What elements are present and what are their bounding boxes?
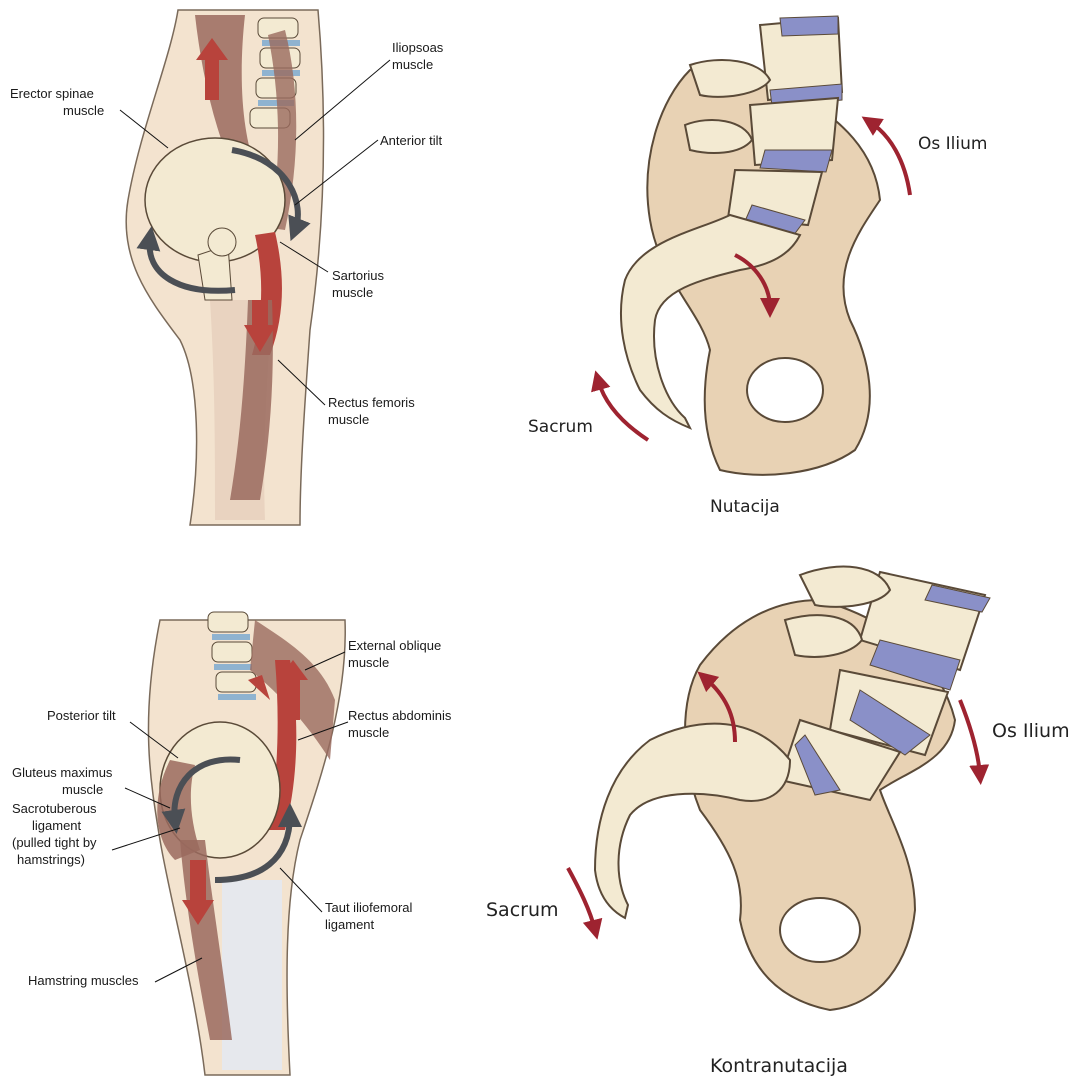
gluteus-maximus-label: Gluteus maximus muscle [12, 765, 116, 797]
motion-arrow-icon [960, 700, 980, 775]
sacrum-label: Sacrum [528, 417, 593, 437]
erector-spinae-label: Erector spinae muscle [10, 86, 104, 118]
iliopsoas-label: Iliopsoas muscle [392, 40, 447, 72]
anterior-tilt-label: Anterior tilt [380, 133, 443, 148]
counternutation-panel: Os Ilium Sacrum Kontranutacija [486, 567, 1070, 1077]
femoral-head [208, 228, 236, 256]
obturator-foramen [747, 358, 823, 422]
nutation-caption: Nutacija [710, 497, 780, 517]
counternutation-caption: Kontranutacija [710, 1055, 848, 1077]
os-ilium-label: Os Ilium [918, 134, 987, 154]
tendon-band [222, 880, 282, 1070]
hamstrings-label: Hamstring muscles [28, 973, 139, 988]
motion-arrow-icon [568, 868, 595, 930]
sacrum-label: Sacrum [486, 899, 559, 921]
rectus-abdominis-label: Rectus abdominis muscle [348, 708, 455, 740]
rectus-femoris-label: Rectus femoris muscle [328, 395, 418, 427]
nutation-panel: Os Ilium Sacrum Nutacija [528, 16, 987, 517]
sartorius-label: Sartorius muscle [332, 268, 388, 300]
posterior-tilt-panel: External oblique muscle Posterior tilt R… [12, 612, 455, 1075]
posterior-tilt-label: Posterior tilt [47, 708, 116, 723]
sacrotuberous-label: Sacrotuberous ligament (pulled tight by … [12, 801, 100, 867]
iliofemoral-label: Taut iliofemoral ligament [325, 900, 416, 932]
obturator-foramen [780, 898, 860, 962]
os-ilium-label: Os Ilium [992, 720, 1070, 742]
anterior-tilt-panel: Erector spinae muscle Iliopsoas muscle A… [10, 10, 447, 525]
external-oblique-label: External oblique muscle [348, 638, 445, 670]
